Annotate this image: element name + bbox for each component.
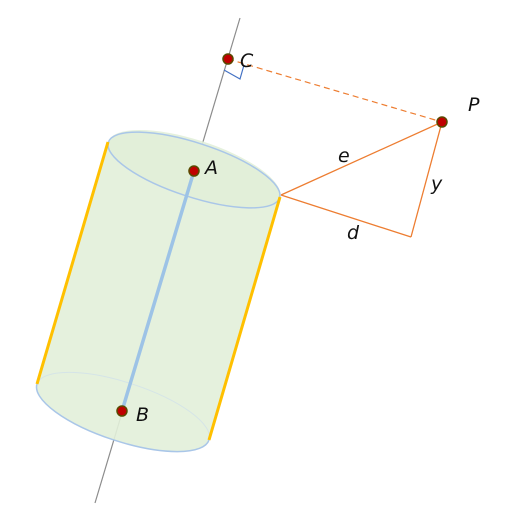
point-p-label: P bbox=[468, 94, 480, 116]
point-a-dot bbox=[188, 165, 200, 177]
axis-segment-ab bbox=[120, 170, 196, 412]
cylinder-bottom-rim bbox=[35, 383, 210, 453]
edge-e-line bbox=[280, 121, 443, 196]
edge-y-label: y bbox=[430, 173, 443, 195]
edge-e-label: e bbox=[338, 145, 350, 167]
point-c-label: C bbox=[240, 50, 254, 72]
point-b-label: B bbox=[136, 404, 149, 426]
right-angle-marker bbox=[223, 64, 245, 80]
cylinder-bottom-rim-back bbox=[36, 371, 210, 441]
point-p-dot bbox=[436, 116, 448, 128]
edge-d-label: d bbox=[347, 222, 360, 244]
perpendicular-cp bbox=[227, 58, 443, 123]
edge-y-line bbox=[410, 121, 443, 238]
point-c-dot bbox=[222, 53, 234, 65]
point-b-dot bbox=[116, 405, 128, 417]
cylinder-left-side bbox=[35, 141, 110, 385]
edge-d-line bbox=[280, 194, 412, 238]
point-a-label: A bbox=[203, 157, 218, 179]
cylinder-right-side bbox=[207, 196, 282, 441]
